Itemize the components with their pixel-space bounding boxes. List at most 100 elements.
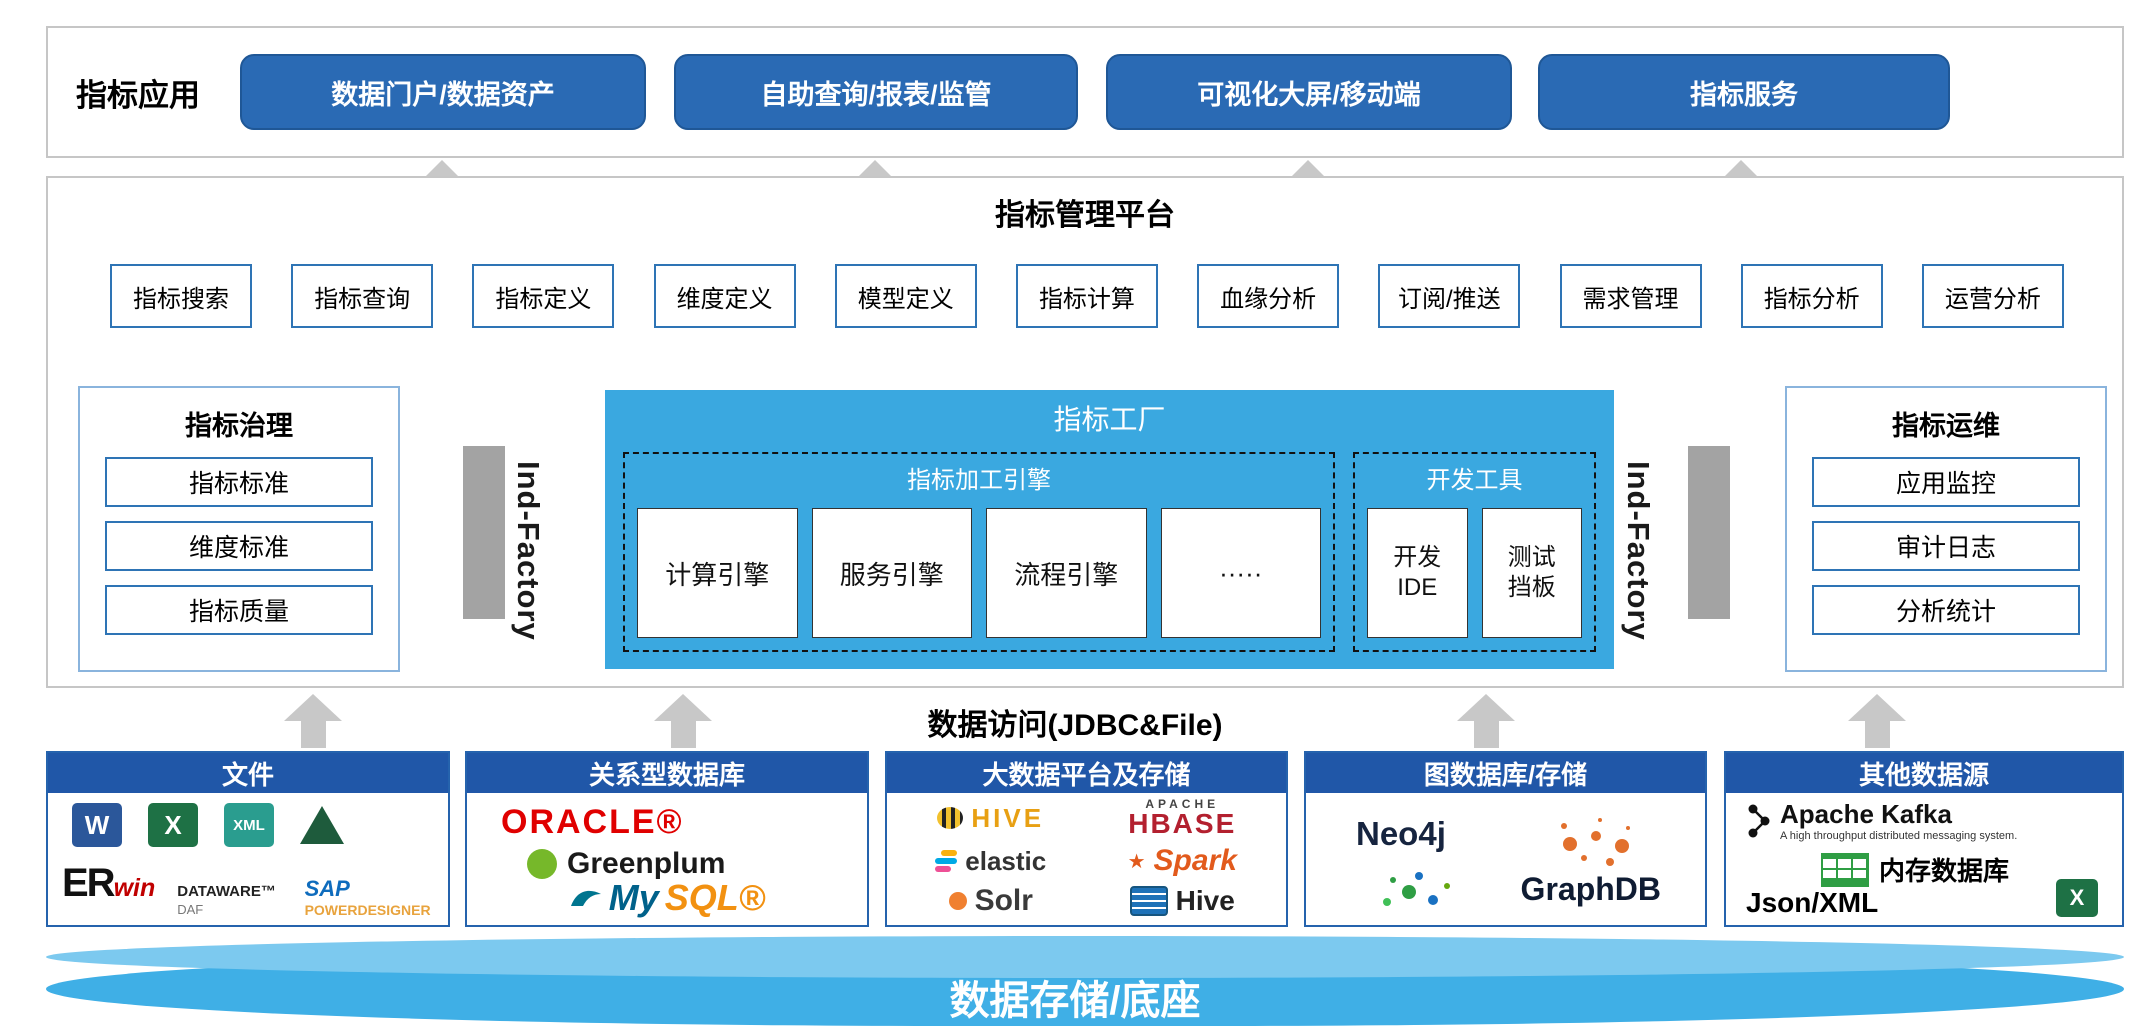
arrow-head — [1848, 694, 1906, 721]
hive-table-icon — [1129, 886, 1168, 916]
devtools-title: 开发工具 — [1426, 467, 1523, 494]
hive2-text: Hive — [1175, 885, 1235, 916]
mysql-my: My — [608, 877, 659, 918]
source-files-body: W X XML ERwin DATAWARE™ DAF SAP POWERDES… — [48, 793, 448, 923]
module-row: 指标搜索 指标查询 指标定义 维度定义 模型定义 指标计算 血缘分析 订阅/推送… — [110, 264, 2064, 328]
ops-item-monitoring: 应用监控 — [1812, 457, 2080, 507]
platform-title: 指标管理平台 — [995, 199, 1175, 232]
governance-title: 指标治理 — [185, 411, 293, 441]
solr-sun-icon — [948, 892, 967, 910]
kafka-logo: Apache Kafka A high throughput distribut… — [1746, 799, 2017, 842]
left-divider-bar — [463, 446, 505, 619]
elastic-logo: elastic — [895, 841, 1087, 881]
sap-powerdesigner-logo: SAP POWERDESIGNER — [305, 876, 448, 920]
engine-compute: 计算引擎 — [637, 508, 798, 638]
spark-star-icon: ★ — [1127, 850, 1146, 873]
source-rdbms-title: 关系型数据库 — [467, 753, 867, 793]
up-arrow-icon — [1457, 694, 1515, 748]
apache-text: APACHE — [1145, 797, 1220, 811]
source-other-title: 其他数据源 — [1726, 753, 2122, 793]
processing-engine-title: 指标加工引擎 — [907, 467, 1051, 494]
storage-cylinder-top — [46, 936, 2124, 978]
module-indicator-query: 指标查询 — [291, 264, 434, 328]
arrow-head — [654, 694, 712, 721]
greenplum-icon — [527, 849, 557, 879]
source-other: 其他数据源 Apache Kafka A high throughput dis… — [1724, 751, 2124, 927]
hive-logo: HIVE — [895, 795, 1087, 841]
orange-graph-dots-icon — [1563, 837, 1577, 851]
bee-icon — [937, 807, 964, 829]
factory-title: 指标工厂 — [1053, 404, 1166, 435]
ops-item-statistics: 分析统计 — [1812, 585, 2080, 635]
devtool-mock-line1: 测试 — [1507, 544, 1556, 571]
devtool-ide: 开发 IDE — [1367, 508, 1468, 638]
engine-service: 服务引擎 — [811, 508, 972, 638]
hbase-text: HBASE — [1128, 808, 1237, 839]
word-icon-letter: W — [84, 809, 110, 840]
oracle-logo: ORACLE® — [501, 803, 684, 841]
devtool-mock: 测试 挡板 — [1481, 508, 1582, 638]
source-bigdata-title: 大数据平台及存储 — [887, 753, 1286, 793]
dataware-text: DATAWARE™ — [177, 883, 276, 900]
kafka-name: Apache Kafka — [1780, 799, 1952, 829]
engine-process: 流程引擎 — [986, 508, 1147, 638]
excel-icon: X — [148, 803, 198, 847]
jsonxml-logo: Json/XML — [1746, 887, 1878, 919]
source-graphdb: 图数据库/存储 Neo4j GraphDB — [1304, 751, 1707, 927]
arrow-stem — [300, 721, 326, 748]
ops-panel: 指标运维 应用监控 审计日志 分析统计 — [1785, 386, 2107, 672]
factory-panel: 指标工厂 指标加工引擎 计算引擎 服务引擎 流程引擎 ····· 开发工具 开发… — [605, 390, 1614, 669]
governance-item-quality: 指标质量 — [105, 585, 373, 635]
word-icon: W — [72, 803, 122, 847]
devtool-ide-line1: 开发 — [1393, 544, 1442, 571]
elastic-text: elastic — [965, 845, 1047, 876]
spark-logo: ★Spark — [1087, 841, 1279, 881]
memory-db-logo: 内存数据库 — [1821, 851, 2009, 888]
processing-engine-group: 指标加工引擎 计算引擎 服务引擎 流程引擎 ····· — [623, 452, 1335, 652]
dataware-suffix: DAF — [177, 902, 204, 917]
kafka-text-block: Apache Kafka A high throughput distribut… — [1780, 799, 2017, 842]
solr-text: Solr — [974, 884, 1033, 917]
excel-icon-letter: X — [164, 809, 182, 840]
right-divider-bar — [1688, 446, 1730, 619]
devtools-items-row: 开发 IDE 测试 挡板 — [1367, 508, 1582, 638]
engine-items-row: 计算引擎 服务引擎 流程引擎 ····· — [637, 508, 1321, 638]
governance-item-standard: 指标标准 — [105, 457, 373, 507]
mysql-dolphin-icon — [570, 890, 601, 906]
source-files-title: 文件 — [48, 753, 448, 793]
arrow-stem — [670, 721, 696, 748]
arrow-head — [1457, 694, 1515, 721]
governance-item-dimension: 维度标准 — [105, 521, 373, 571]
arrow-stem — [1864, 721, 1890, 748]
module-requirement-management: 需求管理 — [1559, 264, 1702, 328]
devtool-mock-line2: 挡板 — [1507, 574, 1556, 601]
powerdesigner-logo: POWERDESIGNER — [304, 902, 431, 918]
platform-panel: 指标管理平台 指标搜索 指标查询 指标定义 维度定义 模型定义 指标计算 血缘分… — [46, 176, 2124, 688]
module-indicator-search: 指标搜索 — [110, 264, 252, 328]
governance-panel: 指标治理 指标标准 维度标准 指标质量 — [78, 386, 400, 672]
triangle-icon — [300, 806, 344, 844]
hive2-logo: Hive — [1087, 881, 1279, 921]
sap-logo: SAP — [304, 876, 350, 901]
dataware-logo: DATAWARE™ DAF — [177, 883, 282, 919]
green-blue-graph-dots-icon — [1402, 885, 1416, 899]
application-layer-label: 指标应用 — [76, 77, 200, 113]
app-button-data-portal: 数据门户/数据资产 — [240, 54, 646, 130]
erwin-logo: ERwin — [62, 861, 155, 906]
ind-factory-right-label: Ind-Factory — [1621, 460, 1656, 641]
module-subscribe-push: 订阅/推送 — [1378, 264, 1521, 328]
elastic-icon — [935, 850, 958, 872]
greenplum-text: Greenplum — [567, 847, 726, 880]
up-arrow-icon — [1848, 694, 1906, 748]
arrow-head — [284, 694, 342, 721]
erwin-win: win — [113, 874, 156, 902]
hive-text: HIVE — [971, 802, 1045, 833]
module-lineage-analysis: 血缘分析 — [1197, 264, 1340, 328]
solr-logo: Solr — [895, 881, 1087, 921]
